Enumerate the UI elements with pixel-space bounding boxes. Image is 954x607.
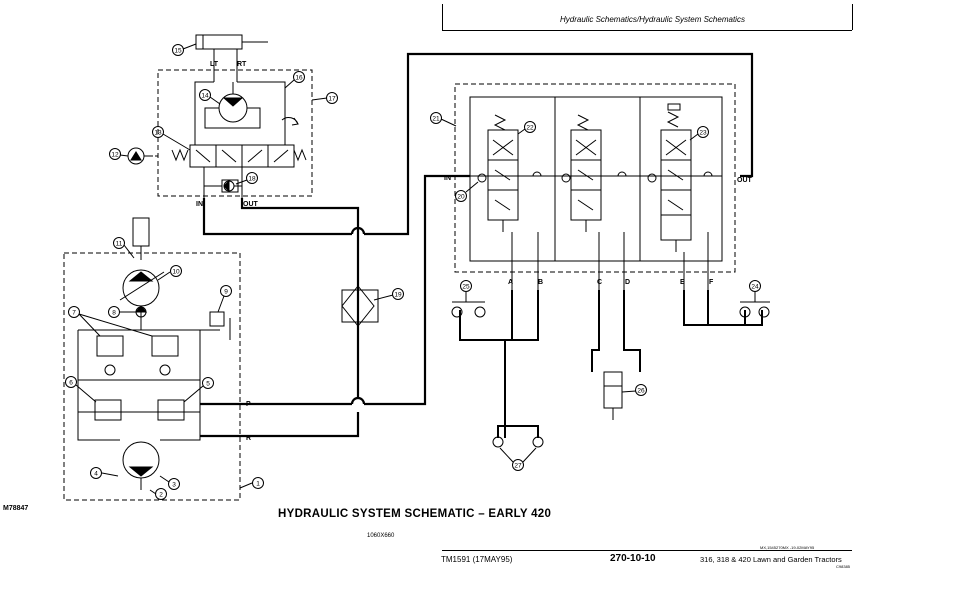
header-rule — [442, 30, 852, 31]
callout-16: 16 — [295, 75, 303, 82]
footer-rule — [442, 550, 852, 551]
port-lt-label: LT — [210, 61, 219, 68]
manual-title: 316, 318 & 420 Lawn and Garden Tractors — [700, 555, 842, 564]
figure-id: M78847 — [3, 505, 29, 512]
port-valve-out-label: OUT — [737, 177, 753, 184]
callout-5: 5 — [206, 381, 210, 388]
steering-circuit — [127, 62, 307, 198]
callout-27: 27 — [514, 463, 522, 470]
steering-valve-housing — [157, 69, 313, 197]
callout-6: 6 — [69, 380, 73, 387]
page-number: 270-10-10 — [610, 553, 656, 564]
callout-8: 8 — [112, 310, 116, 317]
port-steer-in-label: IN — [196, 201, 203, 208]
lift-cylinder — [603, 371, 623, 420]
port-f-label: F — [709, 279, 714, 286]
callout-7: 7 — [72, 310, 76, 317]
callout-15: 15 — [174, 48, 182, 55]
callout-2: 2 — [159, 492, 163, 499]
work-port-lines — [459, 290, 763, 438]
port-valve-in-label: IN — [444, 175, 451, 182]
image-size-label: 1060X660 — [367, 533, 395, 539]
callout-11: 11 — [116, 241, 123, 248]
port-a-label: A — [508, 279, 513, 286]
callout-group: 1 2 3 4 5 6 7 8 9 10 11 12 13 14 15 16 1… — [65, 43, 761, 500]
quick-coupler-right — [739, 301, 770, 318]
callout-22: 22 — [526, 125, 534, 132]
schematic-title: HYDRAULIC SYSTEM SCHEMATIC – EARLY 420 — [278, 508, 552, 520]
control-valve-housing — [454, 83, 736, 273]
header-rule-right — [852, 4, 853, 30]
callout-3: 3 — [172, 482, 176, 489]
port-rt-label: RT — [237, 61, 247, 68]
manual-id: TM1591 (17MAY95) — [441, 555, 513, 564]
pump-circuit — [77, 269, 231, 490]
port-c-label: C — [597, 279, 602, 286]
port-b-label: B — [538, 279, 543, 286]
port-p-label: P — [246, 401, 251, 408]
callout-25: 25 — [462, 284, 470, 291]
footer-code: C98385 — [836, 564, 851, 569]
main-hydraulic-lines — [200, 52, 754, 438]
callout-14: 14 — [201, 93, 209, 100]
callout-21: 21 — [432, 116, 440, 123]
header-rule-left — [442, 4, 443, 30]
port-d-label: D — [625, 279, 630, 286]
callout-1: 1 — [256, 481, 260, 488]
filter — [341, 285, 379, 327]
port-e-label: E — [680, 279, 685, 286]
callout-12: 12 — [111, 152, 119, 159]
callout-10: 10 — [172, 269, 180, 276]
callout-4: 4 — [94, 471, 98, 478]
pump-housing — [63, 252, 241, 501]
quick-coupler-bottom — [492, 436, 544, 448]
port-r-label: R — [246, 435, 251, 442]
steering-cylinder — [195, 34, 268, 62]
footer-meta: MX,1545270MX -19-02MAY95 — [760, 545, 815, 550]
page-header-title: Hydraulic Schematics/Hydraulic System Sc… — [560, 15, 745, 24]
reservoir — [132, 217, 150, 260]
callout-13: 13 — [154, 130, 162, 137]
callout-24: 24 — [751, 284, 759, 291]
quick-coupler-left — [451, 301, 486, 318]
callout-20: 20 — [457, 194, 465, 201]
control-valve-circuit — [469, 96, 723, 290]
port-steer-out-label: OUT — [243, 201, 259, 208]
callout-9: 9 — [224, 289, 228, 296]
callout-17: 17 — [328, 96, 336, 103]
callout-23: 23 — [699, 130, 707, 137]
callout-19: 19 — [394, 292, 402, 299]
callout-26: 26 — [637, 388, 645, 395]
callout-18: 18 — [248, 176, 256, 183]
